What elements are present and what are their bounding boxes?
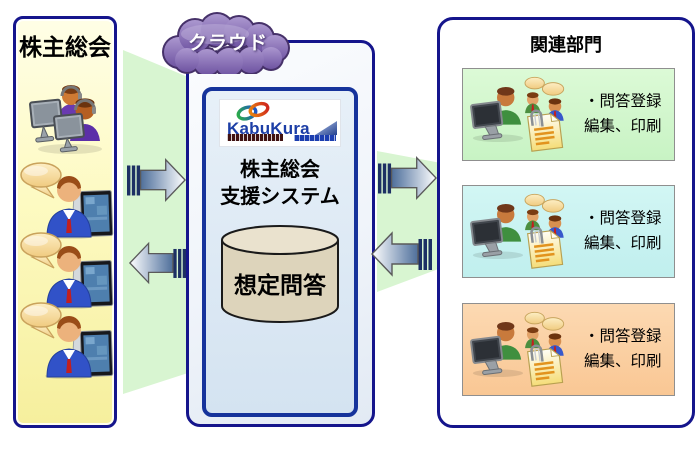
monitor-icon [29, 98, 85, 153]
logo-tagline-bar-blue [294, 135, 336, 141]
department-box-3: ・問答登録 編集、印刷 [462, 303, 675, 396]
department-activity-icons [469, 192, 565, 269]
department-box-2: ・問答登録 編集、印刷 [462, 185, 675, 278]
kabukura-flag-icon [315, 121, 337, 135]
department-activity-icons [469, 75, 565, 152]
kabukura-swirl-icon [236, 101, 270, 121]
related-departments-title: 関連部門 [530, 35, 602, 55]
department-note: ・問答登録 編集、印刷 [584, 210, 662, 252]
database-label: 想定問答 [234, 272, 326, 298]
shareholder-meeting-title: 株主総会 [19, 34, 111, 60]
arrow-right-to-cloud-icon [127, 157, 186, 203]
cloud-label: クラウド [187, 33, 268, 54]
department-note: ・問答登録 編集、印刷 [584, 328, 662, 370]
cloud-shape-icon [162, 12, 290, 74]
shareholder-icon [20, 232, 114, 309]
kabukura-logo: KabuKura [219, 99, 341, 147]
arrow-right-to-departments-icon [378, 155, 437, 201]
shareholder-icon [20, 162, 114, 239]
arrow-left-from-cloud-icon [128, 241, 186, 285]
department-note: ・問答登録 編集、印刷 [584, 93, 662, 135]
kabukura-brand-text: KabuKura [227, 119, 310, 138]
shareholder-meeting-panel: 株主総会 [13, 16, 117, 428]
department-activity-icons [469, 310, 565, 387]
logo-tagline-bar [227, 134, 283, 141]
beam-left [123, 50, 188, 394]
related-departments-panel: 関連部門 ・問答登録 編集、印刷 ・問答登録 編集、印刷 ・問答登録 編集、印刷 [437, 17, 695, 428]
system-title: 株主総会 支援システム [220, 159, 340, 208]
cloud-system-panel: KabuKura 株主総会 支援システム [186, 40, 375, 427]
shareholder-icon [20, 302, 114, 379]
department-box-1: ・問答登録 編集、印刷 [462, 68, 675, 161]
database-cylinder-icon: 想定問答 [218, 222, 342, 330]
arrow-left-from-departments-icon [371, 231, 432, 277]
system-inner-panel: KabuKura 株主総会 支援システム [202, 87, 358, 417]
call-operators-at-monitors-icon [29, 85, 102, 154]
